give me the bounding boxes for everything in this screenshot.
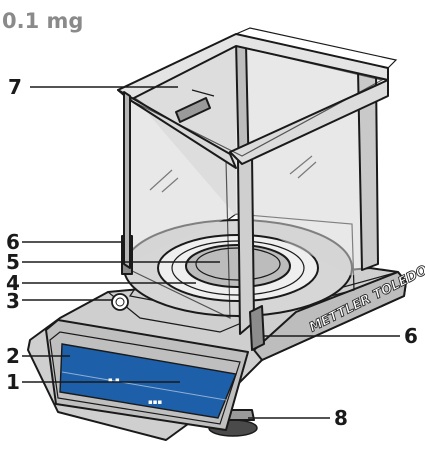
svg-text:▪ ▪: ▪ ▪	[108, 376, 120, 384]
readability-title: 0.1 mg	[2, 9, 83, 33]
top-door-handle	[175, 97, 211, 123]
callout-8: 8	[334, 406, 348, 430]
callout-7: 7	[8, 75, 22, 99]
callout-5: 5	[6, 250, 20, 274]
callout-6-left: 6	[6, 230, 20, 254]
callout-3: 3	[6, 289, 20, 313]
callout-6-right: 6	[404, 324, 418, 348]
draft-shield	[117, 27, 398, 351]
callout-4: 4	[6, 271, 20, 295]
callout-1: 1	[6, 370, 20, 394]
weighing-pan-shape	[185, 244, 291, 288]
callout-lines	[22, 86, 400, 419]
right-door-handle	[249, 305, 265, 351]
callout-2: 2	[6, 344, 20, 368]
svg-text:▪▪▪: ▪▪▪	[148, 398, 162, 406]
touch-display-screen	[59, 343, 237, 419]
level-indicator-bubble	[111, 293, 129, 311]
terminal: ▪ ▪ ▪▪▪	[45, 319, 249, 431]
callout-labels: 7 6 5 4 3 2 1 6 8	[6, 75, 418, 430]
